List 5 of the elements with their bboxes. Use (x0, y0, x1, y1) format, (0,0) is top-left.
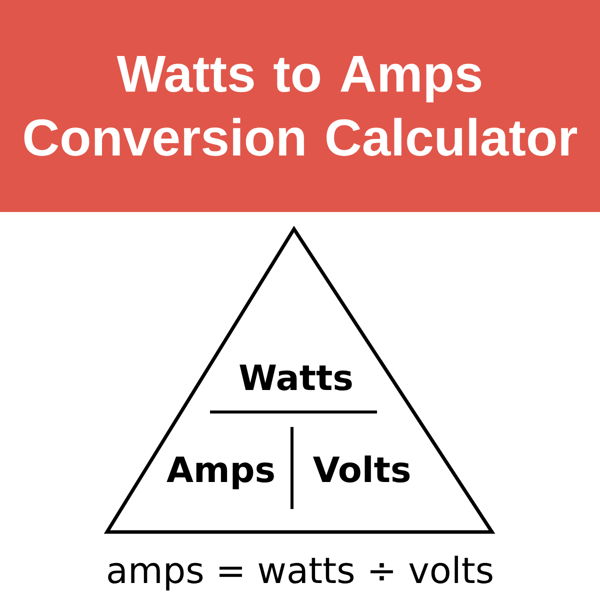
formula-caption: amps = watts ÷ volts (108, 556, 492, 590)
quantity-label: Watts (240, 364, 352, 390)
title-banner: Watts to Amps Conversion Calculator (0, 0, 600, 212)
quantity-label: Volts (312, 456, 410, 482)
quantity-label: Amps (166, 456, 274, 490)
